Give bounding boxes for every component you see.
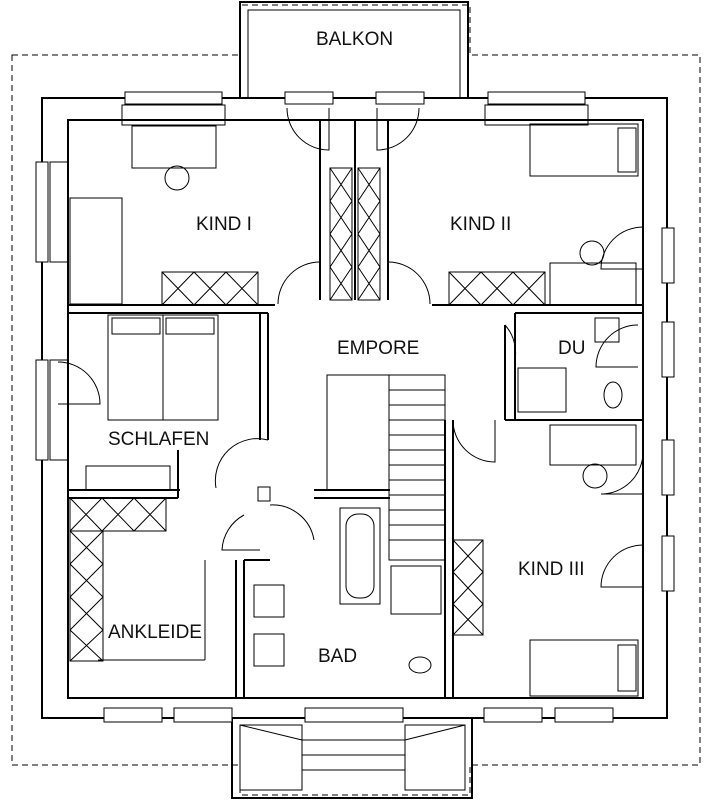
room-label-ankleide: ANKLEIDE (108, 622, 202, 643)
room-label-kind1: KIND I (196, 214, 252, 235)
room-label-schlafen: SCHLAFEN (108, 429, 209, 450)
windows-right (661, 227, 675, 592)
balcony (239, 1, 469, 99)
room-label-balkon: BALKON (316, 29, 393, 50)
interior-walls (68, 120, 643, 698)
porch-steps (231, 717, 473, 799)
furniture (69, 123, 639, 697)
room-label-bad: BAD (318, 646, 357, 667)
windows-top (121, 91, 589, 126)
room-label-kind2: KIND II (450, 214, 511, 235)
door-swings (57, 107, 644, 588)
room-label-du: DU (558, 338, 585, 359)
windows-bottom (103, 707, 614, 723)
windows-left (35, 161, 69, 461)
room-label-kind3: KIND III (518, 559, 585, 580)
room-label-empore: EMPORE (337, 338, 419, 359)
wardrobes (69, 167, 546, 662)
staircase (326, 374, 446, 561)
